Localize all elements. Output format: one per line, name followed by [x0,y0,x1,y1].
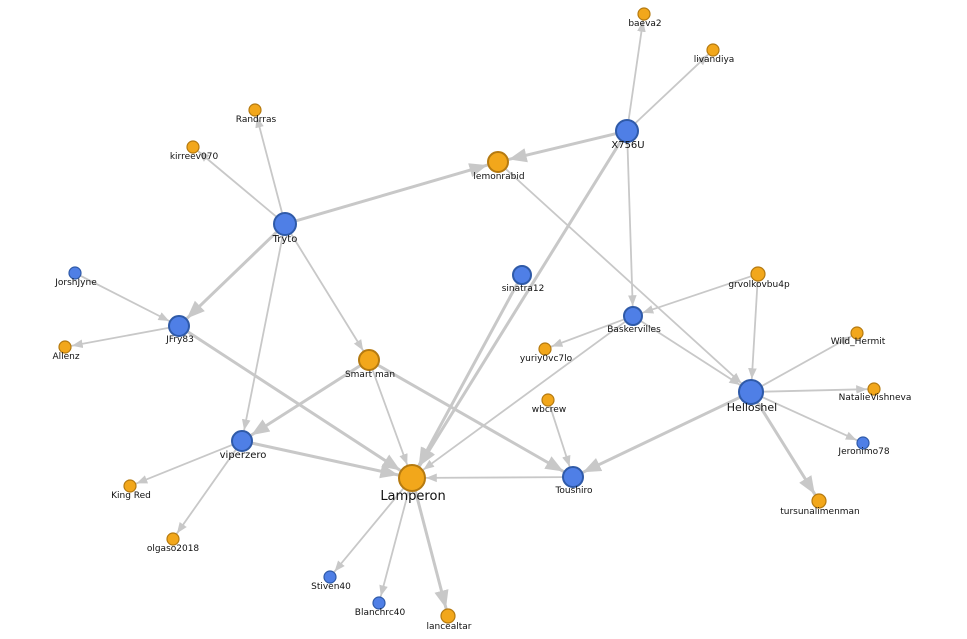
node-stiven40[interactable] [323,570,337,584]
node-label-baskervilles: Baskervilles [607,325,661,335]
node-label-sinatra12: sinatra12 [502,284,545,294]
node-label-helloshel: Helloshel [727,401,777,414]
edge-lamperon-to-blanchrc40 [379,489,410,598]
edge-lamperon-to-stiven40 [333,487,405,573]
edge-viperzero-to-king-red [135,443,234,485]
node-label-jorshjyne: JorshJyne [54,278,97,288]
node-grvolkovbu4p[interactable] [750,266,766,282]
edge-viperzero-to-lamperon [250,441,400,479]
edge-x756u-to-baskervilles [626,141,637,307]
edge-sinatra12-to-lamperon [417,281,520,468]
node-label-wild-hermit: Wild_Hermit [831,337,886,347]
node-livandiya[interactable] [706,43,720,57]
node-label-viperzero: viperzero [220,450,267,461]
node-label-jfry83: JFry83 [165,335,194,345]
node-lancealtar[interactable] [440,608,456,624]
node-king-red[interactable] [123,479,137,493]
node-lemonrabid[interactable] [487,151,509,173]
node-tursunalimenman[interactable] [811,493,827,509]
node-label-king-red: King Red [111,491,151,501]
node-jorshjyne[interactable] [68,266,82,280]
edge-baskervilles-to-yuriy0vc7lo [550,318,626,348]
node-wbcrew[interactable] [541,393,555,407]
edge-viperzero-to-olgaso2018 [176,448,238,535]
node-label-smart-man: Smart man [345,370,395,380]
edge-x756u-to-lemonrabid [507,132,618,163]
edge-x756u-to-lamperon [417,138,623,468]
edge-smart-man-to-lamperon [371,368,409,466]
edge-tryto-to-lemonrabid [294,163,489,223]
edge-toushiro-to-lamperon [425,473,564,483]
edge-tryto-to-smart-man [289,232,365,352]
node-label-tursunalimenman: tursunalimenman [780,507,860,517]
edge-x756u-to-livandiya [634,53,709,125]
edge-smart-man-to-viperzero [249,363,363,437]
edge-x756u-to-baeva2 [627,19,646,121]
node-label-natalievishneva: NatalieVishneva [839,393,912,403]
node-label-tryto: Tryto [272,234,298,245]
node-x756u[interactable] [615,119,639,143]
edge-lemonrabid-to-helloshel [504,167,743,385]
node-smart-man[interactable] [358,349,380,371]
node-label-baeva2: baeva2 [628,19,661,29]
edge-helloshel-to-jeronimo78 [761,396,858,442]
edge-helloshel-to-toushiro [581,395,742,474]
node-baskervilles[interactable] [623,306,643,326]
node-helloshel[interactable] [738,379,764,405]
node-lamperon[interactable] [398,464,426,492]
edge-jfry83-to-lamperon [185,330,402,472]
node-label-lamperon: Lamperon [380,489,445,504]
node-natalievishneva[interactable] [867,382,881,396]
node-label-allenz: Allenz [52,352,79,362]
node-label-lemonrabid: lemonrabid [473,172,524,182]
node-blanchrc40[interactable] [372,596,386,610]
node-sinatra12[interactable] [512,265,532,285]
edge-grvolkovbu4p-to-baskervilles [641,275,753,314]
node-layer [58,7,881,624]
edge-baskervilles-to-lamperon [422,320,627,471]
node-yuriy0vc7lo[interactable] [538,342,552,356]
edge-jorshjyne-to-jfry83 [79,274,171,322]
node-tryto[interactable] [273,212,297,236]
edge-smart-man-to-toushiro [376,363,565,473]
node-allenz[interactable] [58,340,72,354]
node-label-grvolkovbu4p: grvolkovbu4p [728,280,790,290]
edge-layer [71,19,868,610]
node-label-lancealtar: lancealtar [427,622,472,632]
edge-tryto-to-viperzero [241,233,284,432]
node-viperzero[interactable] [231,430,253,452]
edge-helloshel-to-natalievishneva [762,385,868,394]
edge-grvolkovbu4p-to-helloshel [748,280,759,380]
node-label-yuriy0vc7lo: yuriy0vc7lo [520,354,573,364]
node-label-randrras: Randrras [236,115,277,125]
node-kirreev070[interactable] [186,140,200,154]
node-jeronimo78[interactable] [856,436,870,450]
node-label-wbcrew: wbcrew [532,405,566,415]
edge-tryto-to-kirreev070 [197,150,278,218]
node-label-jeronimo78: Jeronimo78 [837,447,889,457]
node-label-livandiya: livandiya [694,55,735,65]
node-jfry83[interactable] [168,315,190,337]
edge-baskervilles-to-helloshel [639,319,741,386]
node-label-kirreev070: kirreev070 [170,152,219,162]
edge-wbcrew-to-toushiro [549,404,571,468]
edge-jfry83-to-allenz [71,326,171,348]
node-label-x756u: X756U [611,140,644,151]
node-label-stiven40: Stiven40 [311,582,351,592]
node-label-toushiro: Toushiro [554,486,593,496]
node-randrras[interactable] [248,103,262,117]
node-label-blanchrc40: Blanchrc40 [355,608,406,618]
edge-helloshel-to-wild-hermit [760,335,852,388]
node-toushiro[interactable] [562,466,584,488]
edge-tryto-to-randrras [255,115,284,215]
edge-helloshel-to-tursunalimenman [755,400,817,496]
node-label-olgaso2018: olgaso2018 [147,544,200,554]
edge-tryto-to-jfry83 [185,230,279,320]
node-wild-hermit[interactable] [850,326,864,340]
node-olgaso2018[interactable] [166,532,180,546]
node-baeva2[interactable] [637,7,651,21]
edge-lamperon-to-lancealtar [413,489,449,610]
